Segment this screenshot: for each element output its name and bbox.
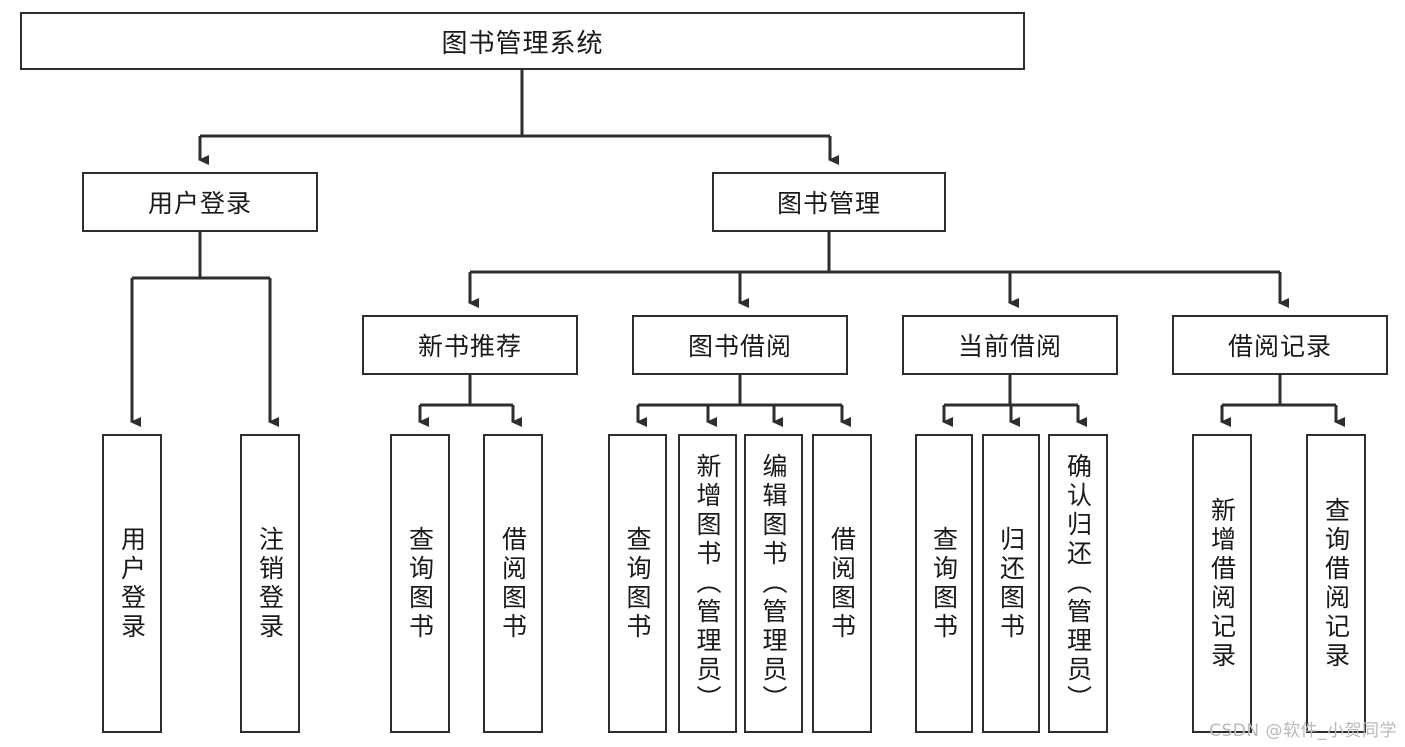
- leaf-add-record-label: 新增借阅记录: [1207, 496, 1237, 671]
- leaf-user-login[interactable]: 用户登录: [102, 434, 162, 733]
- leaf-confirm-return-label: 确认归还（管理员）: [1063, 453, 1093, 714]
- leaf-query-record[interactable]: 查询借阅记录: [1306, 434, 1366, 733]
- leaf-add-book-label: 新增图书（管理员）: [693, 453, 722, 714]
- leaf-borrow-book-rec[interactable]: 借阅图书: [483, 434, 543, 733]
- leaf-borrow-book-bb-label: 借阅图书: [827, 525, 857, 642]
- leaf-query-book-cb-label: 查询图书: [929, 525, 959, 642]
- leaf-query-book-bb-label: 查询图书: [623, 525, 652, 642]
- node-user-login[interactable]: 用户登录: [82, 172, 318, 232]
- leaf-confirm-return[interactable]: 确认归还（管理员）: [1048, 434, 1108, 733]
- leaf-add-record[interactable]: 新增借阅记录: [1192, 434, 1252, 733]
- node-new-book-rec[interactable]: 新书推荐: [362, 315, 578, 375]
- node-root[interactable]: 图书管理系统: [20, 12, 1025, 70]
- leaf-return-book[interactable]: 归还图书: [982, 434, 1040, 733]
- leaf-borrow-book-bb[interactable]: 借阅图书: [812, 434, 872, 733]
- node-book-borrow-label: 图书借阅: [687, 332, 792, 361]
- node-new-book-rec-label: 新书推荐: [417, 332, 522, 361]
- leaf-add-book[interactable]: 新增图书（管理员）: [678, 434, 737, 733]
- leaf-return-book-label: 归还图书: [996, 525, 1026, 642]
- node-book-manage[interactable]: 图书管理: [712, 172, 946, 232]
- node-borrow-record[interactable]: 借阅记录: [1172, 315, 1388, 375]
- leaf-query-book-cb[interactable]: 查询图书: [915, 434, 973, 733]
- leaf-user-login-label: 用户登录: [117, 525, 147, 642]
- leaf-query-book-bb[interactable]: 查询图书: [608, 434, 667, 733]
- node-user-login-label: 用户登录: [147, 189, 252, 218]
- leaf-logout-label: 注销登录: [255, 525, 285, 642]
- watermark-text: CSDN @软件_小贺同学: [1209, 721, 1397, 741]
- leaf-logout[interactable]: 注销登录: [240, 434, 300, 733]
- leaf-edit-book[interactable]: 编辑图书（管理员）: [744, 434, 803, 733]
- node-root-label: 图书管理系统: [441, 28, 604, 59]
- node-current-borrow-label: 当前借阅: [957, 332, 1062, 361]
- leaf-query-record-label: 查询借阅记录: [1321, 496, 1351, 671]
- node-book-borrow[interactable]: 图书借阅: [632, 315, 848, 375]
- leaf-edit-book-label: 编辑图书（管理员）: [759, 453, 788, 714]
- leaf-query-book-rec-label: 查询图书: [405, 525, 435, 642]
- leaf-borrow-book-rec-label: 借阅图书: [498, 525, 528, 642]
- node-borrow-record-label: 借阅记录: [1227, 332, 1332, 361]
- node-current-borrow[interactable]: 当前借阅: [902, 315, 1118, 375]
- leaf-query-book-rec[interactable]: 查询图书: [390, 434, 450, 733]
- node-book-manage-label: 图书管理: [776, 189, 881, 218]
